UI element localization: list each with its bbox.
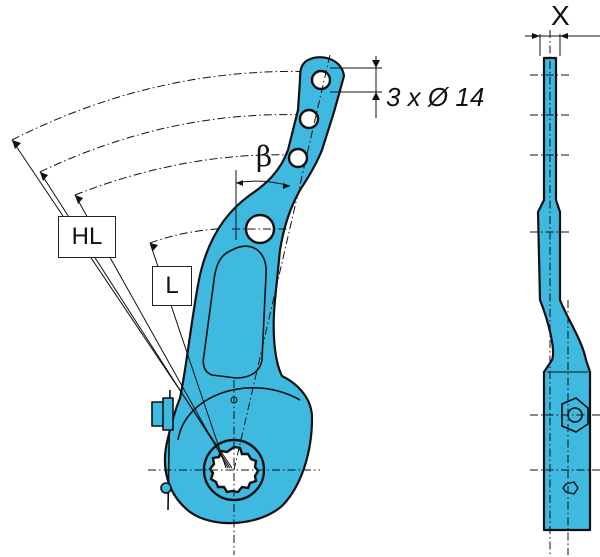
side-profile: [536, 56, 592, 532]
hole-3: [287, 147, 309, 169]
side-view: [525, 30, 600, 555]
x-dimension-label: X: [551, 0, 570, 31]
arm-centerline: [233, 54, 331, 471]
arc-hl-outer: [11, 70, 321, 141]
arm-rib: [202, 245, 267, 379]
lever-arm: [163, 56, 346, 525]
hole-2: [298, 108, 320, 130]
arc-hl-3: [74, 154, 293, 196]
grease-nipple: [160, 482, 172, 494]
hl-label: HL: [58, 216, 116, 258]
arc-hl-2: [39, 114, 306, 173]
hole-1: [310, 69, 332, 91]
l-label: L: [152, 266, 192, 306]
side-nut: [561, 397, 589, 433]
beta-label: β: [256, 140, 273, 173]
hole-spec-label: 3 x Ø 14: [386, 82, 485, 112]
side-nipple: [562, 481, 579, 495]
front-view: [11, 54, 382, 555]
adjuster-bolt: [151, 397, 174, 431]
housing-curve: [177, 387, 301, 441]
